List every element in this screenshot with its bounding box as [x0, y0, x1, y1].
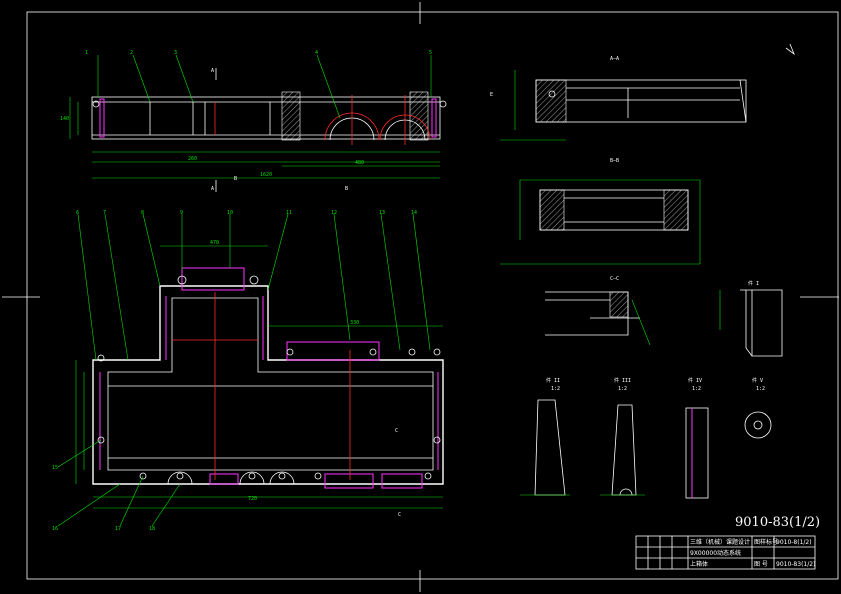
dim-sub-1: 260 [188, 156, 197, 162]
dim-overall-width: 720 [248, 496, 257, 502]
title-row3-value: 9010-83(1/2) [776, 561, 815, 568]
svg-text:件 V: 件 V [752, 377, 763, 384]
svg-text:件 II: 件 II [546, 377, 560, 384]
title-row3-label: 图 号 [754, 561, 768, 568]
detail-iii-view: 件 III 1:2 [600, 377, 645, 496]
front-elevation-view: A A 1620 260 480 140 1 2 3 4 5 [60, 50, 447, 192]
title-row1-value: 9010-8(1/2) [776, 539, 812, 546]
top-balloons: 1 2 3 4 5 [85, 50, 432, 56]
svg-text:C—C: C—C [610, 276, 619, 282]
svg-text:5: 5 [429, 50, 432, 56]
svg-text:12: 12 [331, 210, 337, 216]
svg-text:B—B: B—B [610, 158, 619, 164]
svg-text:1:2: 1:2 [756, 386, 765, 392]
svg-text:E: E [490, 92, 493, 98]
svg-text:6: 6 [76, 210, 79, 216]
svg-text:8: 8 [141, 210, 144, 216]
title-row3-left: 上箱体 [690, 560, 708, 568]
svg-text:A: A [211, 68, 214, 74]
section-cc-view: C—C [545, 276, 651, 346]
svg-text:14: 14 [411, 210, 417, 216]
dim-overall-length: 1620 [260, 172, 272, 178]
svg-text:9: 9 [180, 210, 183, 216]
svg-text:A—A: A—A [610, 56, 619, 62]
svg-text:1:2: 1:2 [551, 386, 560, 392]
title-row2-left: 9X00000动态系统 [690, 549, 741, 557]
svg-text:件 IV: 件 IV [688, 377, 702, 384]
detail-i-view: 件 I [719, 280, 783, 357]
dim-sub-3: 470 [210, 240, 219, 246]
dim-height: 140 [60, 116, 69, 122]
svg-text:18: 18 [149, 526, 155, 532]
svg-text:件 I: 件 I [748, 280, 759, 287]
title-row1-left: 三维（机械）课题设计 [690, 538, 750, 546]
svg-text:16: 16 [52, 526, 58, 532]
section-bb-view: B—B [500, 158, 701, 265]
section-aa-view: A—A E [490, 56, 747, 141]
svg-text:11: 11 [286, 210, 292, 216]
svg-text:7: 7 [103, 210, 106, 216]
svg-text:1: 1 [85, 50, 88, 56]
svg-text:2: 2 [130, 50, 133, 56]
drawing-number: 9010-83(1/2) [735, 515, 820, 530]
svg-text:C: C [398, 512, 401, 518]
dim-sub-4: 330 [350, 320, 359, 326]
svg-text:B: B [234, 176, 237, 182]
svg-text:4: 4 [315, 50, 318, 56]
detail-v-view: 件 V 1:2 [744, 377, 772, 439]
svg-text:10: 10 [227, 210, 233, 216]
title-row1-label: 图样标号 [754, 538, 778, 546]
svg-text:17: 17 [115, 526, 121, 532]
svg-text:C: C [395, 428, 398, 434]
svg-text:A: A [211, 186, 214, 192]
svg-text:13: 13 [379, 210, 385, 216]
plan-balloons-top: 6 7 8 9 10 11 12 13 14 [76, 210, 417, 216]
title-block: 三维（机械）课题设计 图样标号 9010-8(1/2) 9X00000动态系统 … [635, 535, 815, 570]
svg-text:1:2: 1:2 [692, 386, 701, 392]
dim-sub-2: 480 [355, 160, 364, 166]
detail-ii-view: 件 II 1:2 [520, 377, 570, 496]
plan-view: C C B B 720 470 330 6 7 8 9 10 11 12 13 … [52, 176, 444, 532]
svg-text:B: B [345, 186, 348, 192]
svg-text:3: 3 [174, 50, 177, 56]
svg-text:件 III: 件 III [614, 377, 631, 384]
svg-text:1:2: 1:2 [618, 386, 627, 392]
svg-text:15: 15 [52, 465, 58, 471]
plan-balloons-bottom: 15 16 17 18 [52, 465, 155, 532]
detail-iv-view: 件 IV 1:2 [685, 377, 709, 499]
